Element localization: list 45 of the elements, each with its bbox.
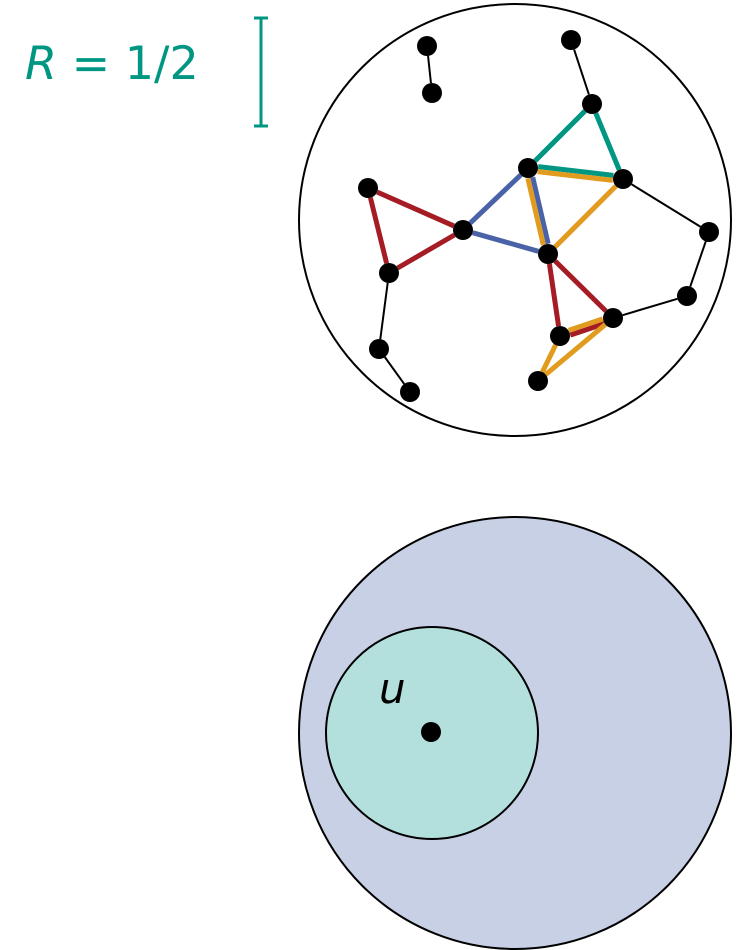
graph-edge	[525, 178, 546, 246]
vertex-dot	[452, 220, 472, 240]
vertex-dot	[368, 338, 388, 358]
graph-edge	[530, 176, 551, 244]
graph-edge	[546, 264, 562, 326]
graph-edge	[368, 197, 390, 264]
graph-edge	[568, 316, 604, 333]
vertex-dot	[528, 370, 548, 390]
graph-edge	[553, 184, 618, 249]
vertex-dot	[550, 326, 570, 346]
graph-edge	[553, 259, 608, 313]
graph-edge	[569, 321, 606, 338]
graph-edge	[544, 322, 607, 376]
graph-edge	[630, 183, 702, 228]
graph-edge	[396, 232, 456, 270]
graph-edge	[689, 241, 707, 287]
vertex-dot	[612, 168, 632, 188]
vertex-dot	[378, 262, 398, 282]
vertex-dot	[560, 30, 580, 50]
graph-edge	[427, 56, 432, 84]
graph-edge	[376, 190, 455, 228]
vertex-dot	[416, 36, 436, 56]
vertex-dot	[538, 244, 558, 264]
vertex-dot	[518, 158, 538, 178]
vertex-dot	[358, 178, 378, 198]
vertex-dot	[698, 222, 718, 242]
vertex-dot	[582, 94, 602, 114]
graph-edge	[472, 230, 540, 254]
graph-edge	[622, 298, 678, 316]
vertex-dot	[676, 286, 696, 306]
vertex-label: u	[379, 668, 406, 710]
vertex-dot	[422, 82, 442, 102]
graph-edge	[533, 109, 587, 163]
graph-edge	[384, 356, 405, 384]
graph-edge	[468, 173, 522, 225]
disk-outline	[298, 3, 732, 437]
graph-edge	[540, 344, 558, 374]
radius-label: R = 1/2	[25, 40, 199, 86]
graph-edge	[573, 49, 590, 95]
graph-edge	[537, 169, 614, 183]
graph-edge	[538, 164, 614, 178]
graph-edge	[379, 282, 389, 340]
vertex-dot	[400, 382, 420, 402]
vertex-dot	[602, 308, 622, 328]
graph-edge	[594, 112, 622, 171]
